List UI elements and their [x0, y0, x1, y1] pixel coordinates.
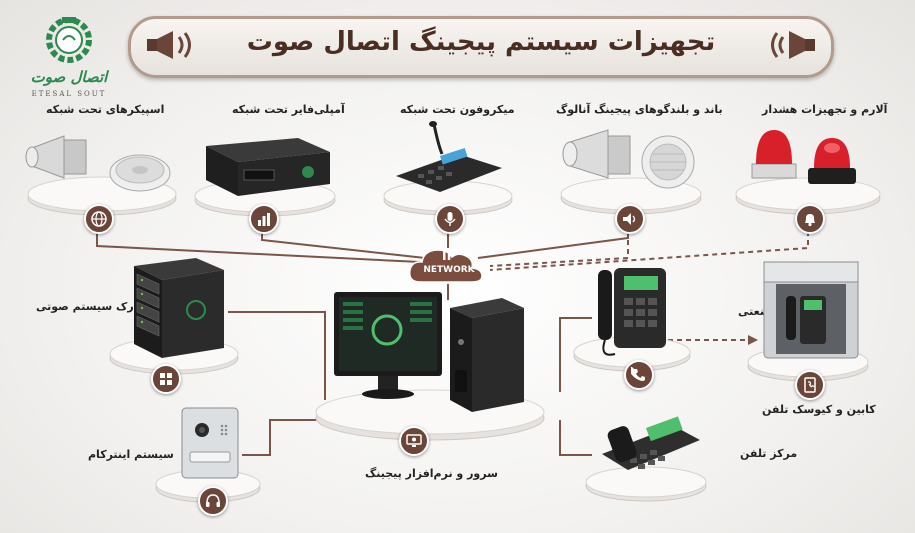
phone-center-label: مرکز تلفن [740, 447, 798, 460]
loudspeaker-left-icon [147, 31, 191, 59]
audio-rack-device [109, 258, 239, 375]
bell-icon [795, 204, 825, 234]
network-amplifier-device [194, 138, 336, 217]
alarm-device [735, 130, 881, 215]
network-microphone-label: میکروفون تحت شبکه [400, 103, 515, 116]
brand-logo: اتصال صوت ETESAL SOUT [14, 10, 124, 98]
intercom-label: سیستم اینترکام [88, 448, 174, 461]
paging-server-label: سرور و نرم‌افزار پیجینگ [365, 467, 498, 480]
analog-speakers-device [560, 129, 702, 215]
brand-name: اتصال صوت [30, 68, 108, 86]
ip-network-subtitle: NETWORK [423, 265, 475, 275]
network-microphone-device [383, 121, 513, 216]
loudspeaker-right-icon [771, 31, 815, 59]
analog-speakers-label: باند و بلندگوهای پیجینگ آنالوگ [556, 103, 723, 116]
microphone-icon [435, 204, 465, 234]
phone-kiosk-label: کابین و کیوسک تلفن [762, 403, 876, 416]
gear-logo-icon [46, 17, 92, 63]
phone-center-device [585, 416, 707, 502]
industrial-phone-device [573, 268, 691, 372]
title-banner: تجهیزات سیستم پیجینگ اتصال صوت [128, 16, 834, 78]
speaker-icon [615, 204, 645, 234]
ip-network-cloud: IP NETWORK [408, 246, 490, 284]
kiosk-icon [795, 370, 825, 400]
ip-network-title: IP [441, 249, 457, 264]
audio-rack-label: رک سیستم صوتی [36, 300, 134, 313]
network-speakers-label: اسپیکرهای تحت شبکه [46, 103, 165, 116]
bar-chart-icon [249, 204, 279, 234]
globe-icon [84, 204, 114, 234]
phone-icon [624, 360, 654, 390]
brand-latin-name: ETESAL SOUT [31, 90, 107, 98]
headset-icon [198, 486, 228, 516]
network-speakers-device [25, 135, 177, 216]
phone-kiosk-device [747, 261, 869, 382]
page-title: تجهیزات سیستم پیجینگ اتصال صوت [246, 27, 716, 57]
network-amplifier-label: آمپلی‌فایر تحت شبکه [232, 103, 345, 116]
paging-server-device [315, 292, 545, 441]
rack-icon [151, 364, 181, 394]
alarm-label: آلارم و تجهیزات هشدار [762, 103, 888, 116]
monitor-icon [399, 426, 429, 456]
